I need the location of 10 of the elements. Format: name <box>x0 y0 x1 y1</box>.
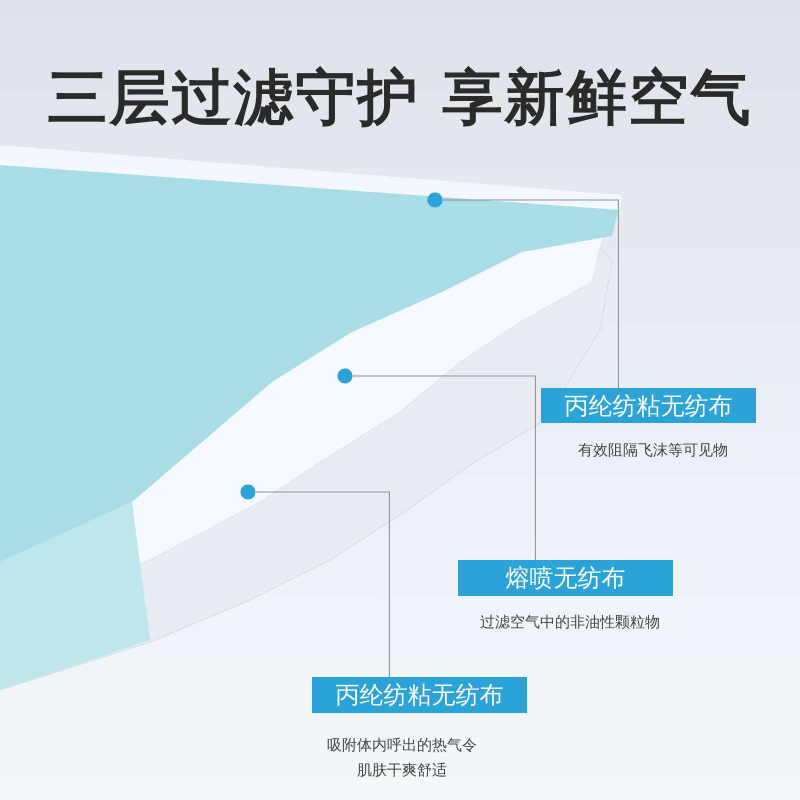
layer-description: 过滤空气中的非油性颗粒物 <box>479 612 661 633</box>
layer-label: 丙纶纺粘无纺布 <box>541 388 756 423</box>
title: 三层过滤守护 享新鲜空气 <box>46 62 754 135</box>
leader-line <box>256 492 390 678</box>
layer-description: 吸附体内呼出的热气令肌肤干爽舒适 <box>327 735 477 781</box>
layer-label: 熔喷无纺布 <box>458 560 673 596</box>
layer-description: 有效阻隔飞沫等可见物 <box>577 440 729 461</box>
layer-label: 丙纶纺粘无纺布 <box>312 677 527 713</box>
leader-line <box>442 200 619 388</box>
leader-line <box>352 376 536 560</box>
